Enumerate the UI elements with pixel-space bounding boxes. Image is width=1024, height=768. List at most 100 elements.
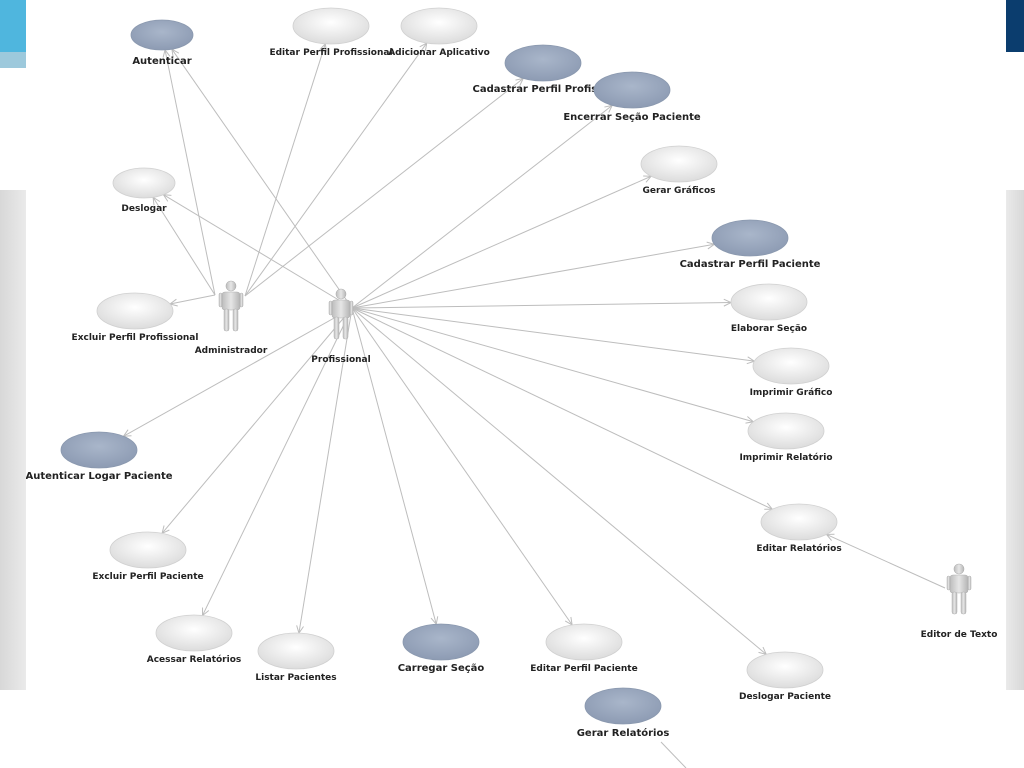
actor-label: Profissional: [311, 355, 370, 365]
usecase-excluir_perfil_prof[interactable]: Excluir Perfil Profissional: [72, 292, 199, 343]
association-profissional-acessar_relatorios: [202, 307, 353, 616]
actor-label: Administrador: [195, 346, 268, 356]
usecase-editar_perfil_prof[interactable]: Editar Perfil Profissional: [269, 7, 393, 58]
header-band-right: [1006, 0, 1024, 52]
usecase-ellipse[interactable]: [60, 431, 138, 469]
associations: [122, 42, 946, 656]
association-profissional-autenticar: [171, 48, 353, 309]
actor-arm-icon: [328, 300, 333, 316]
usecase-label: Deslogar Paciente: [739, 692, 831, 702]
association-administrador-excluir_perfil_prof: [169, 294, 216, 305]
usecase-label: Gerar Gráficos: [642, 186, 715, 196]
actor-profissional[interactable]: Profissional: [311, 288, 371, 365]
actor-body-icon: [949, 574, 969, 594]
usecase-label: Editar Perfil Profissional: [269, 48, 392, 58]
usecase-imprimir_grafico[interactable]: Imprimir Gráfico: [750, 347, 833, 398]
usecase-ellipse[interactable]: [96, 292, 174, 330]
association-administrador-adicionar_app: [244, 42, 428, 297]
usecase-autenticar_logar_paciente[interactable]: Autenticar Logar Paciente: [26, 431, 173, 482]
association-profissional-elaborar_secao: [351, 302, 732, 309]
usecase-label: Excluir Perfil Profissional: [72, 333, 199, 343]
usecase-ellipse[interactable]: [640, 145, 718, 183]
usecase-ellipse[interactable]: [109, 531, 187, 569]
actor-leg-icon: [333, 316, 340, 340]
usecase-label: Imprimir Relatório: [739, 452, 832, 463]
usecase-ellipse[interactable]: [155, 614, 233, 652]
actor-head-icon: [225, 280, 237, 292]
actor-leg-icon: [223, 308, 230, 332]
usecase-imprimir_relatorio[interactable]: Imprimir Relatório: [739, 412, 833, 463]
usecase-ellipse[interactable]: [130, 19, 194, 51]
association-profissional-carregar_secao: [351, 307, 437, 625]
usecase-ellipse[interactable]: [400, 7, 478, 45]
actor-leg-icon: [951, 591, 958, 615]
actor-head-icon: [335, 288, 347, 300]
actor-leg-icon: [960, 591, 967, 615]
side-bar-right: [1006, 190, 1024, 690]
usecase-deslogar_paciente[interactable]: Deslogar Paciente: [739, 651, 831, 702]
association-profissional-autenticar_logar_paciente: [123, 307, 353, 437]
association-editor-editar_relatorios: [826, 533, 946, 589]
usecase-gerar_graficos[interactable]: Gerar Gráficos: [640, 145, 718, 196]
usecase-label: Elaborar Seção: [731, 324, 807, 334]
usecase-editar_relatorios[interactable]: Editar Relatórios: [756, 503, 842, 554]
usecase-ellipse[interactable]: [584, 687, 662, 725]
association-profissional-gerar_graficos: [351, 175, 652, 309]
usecase-label: Autenticar: [132, 56, 191, 67]
usecase-label: Imprimir Gráfico: [750, 388, 833, 398]
association-administrador-autenticar: [164, 49, 216, 296]
usecase-deslogar[interactable]: Deslogar: [112, 167, 176, 214]
usecase-cadastrar_perfil_paciente[interactable]: Cadastrar Perfil Paciente: [680, 219, 821, 270]
edge-offscreen: [660, 741, 687, 768]
usecase-ellipse[interactable]: [257, 632, 335, 670]
association-profissional-encerrar_secao: [351, 104, 613, 309]
usecase-editar_perfil_paciente[interactable]: Editar Perfil Paciente: [530, 623, 638, 674]
usecase-adicionar_app[interactable]: Adicionar Aplicativo: [388, 7, 490, 58]
header-band-left-light: [0, 52, 26, 68]
usecase-label: Deslogar: [121, 204, 167, 214]
usecase-autenticar[interactable]: Autenticar: [130, 19, 194, 67]
association-profissional-deslogar_paciente: [351, 307, 767, 655]
usecase-ellipse[interactable]: [292, 7, 370, 45]
association-profissional-cadastrar_perfil_paciente: [351, 243, 715, 309]
usecase-ellipse[interactable]: [402, 623, 480, 661]
usecase-carregar_secao[interactable]: Carregar Seção: [398, 623, 485, 674]
association-profissional-imprimir_grafico: [351, 307, 755, 362]
usecase-ellipse[interactable]: [752, 347, 830, 385]
usecase-listar_pacientes[interactable]: Listar Pacientes: [255, 632, 337, 683]
actor-administrador[interactable]: Administrador: [195, 280, 268, 356]
actor-label: Editor de Texto: [921, 630, 998, 640]
usecase-ellipse[interactable]: [593, 71, 671, 109]
association-profissional-listar_pacientes: [298, 307, 353, 634]
usecase-ellipse[interactable]: [545, 623, 623, 661]
usecase-label: Cadastrar Perfil Profissio: [473, 84, 614, 95]
usecase-excluir_perfil_paciente[interactable]: Excluir Perfil Paciente: [92, 531, 204, 582]
arrowhead: [162, 194, 172, 202]
usecase-label: Adicionar Aplicativo: [388, 48, 490, 58]
usecase-acessar_relatorios[interactable]: Acessar Relatórios: [147, 614, 242, 665]
usecase-ellipse[interactable]: [747, 412, 825, 450]
usecase-ellipse[interactable]: [504, 44, 582, 82]
usecase-gerar_relatorios[interactable]: Gerar Relatórios: [577, 687, 670, 739]
actor-leg-icon: [232, 308, 239, 332]
actor-leg-icon: [342, 316, 349, 340]
usecase-encerrar_secao[interactable]: Encerrar Seção Paciente: [563, 71, 701, 123]
side-bar-left: [0, 190, 26, 690]
usecase-label: Cadastrar Perfil Paciente: [680, 259, 821, 270]
association-profissional-excluir_perfil_paciente: [161, 307, 353, 534]
actor-editor[interactable]: Editor de Texto: [921, 563, 998, 640]
usecase-ellipse[interactable]: [730, 283, 808, 321]
actor-arm-icon: [239, 292, 244, 308]
nodes: Autenticar Editar Perfil ProfissionalAdic…: [26, 7, 998, 739]
association-administrador-editar_perfil_prof: [244, 43, 326, 297]
association-profissional-editar_relatorios: [351, 307, 773, 510]
actor-arm-icon: [946, 575, 951, 591]
usecase-cadastrar_perfil_prof[interactable]: Cadastrar Perfil Profissio: [473, 44, 614, 95]
usecase-ellipse[interactable]: [711, 219, 789, 257]
association-profissional-deslogar: [163, 194, 353, 309]
usecase-elaborar_secao[interactable]: Elaborar Seção: [730, 283, 808, 334]
usecase-ellipse[interactable]: [112, 167, 176, 199]
usecase-ellipse[interactable]: [760, 503, 838, 541]
usecase-ellipse[interactable]: [746, 651, 824, 689]
